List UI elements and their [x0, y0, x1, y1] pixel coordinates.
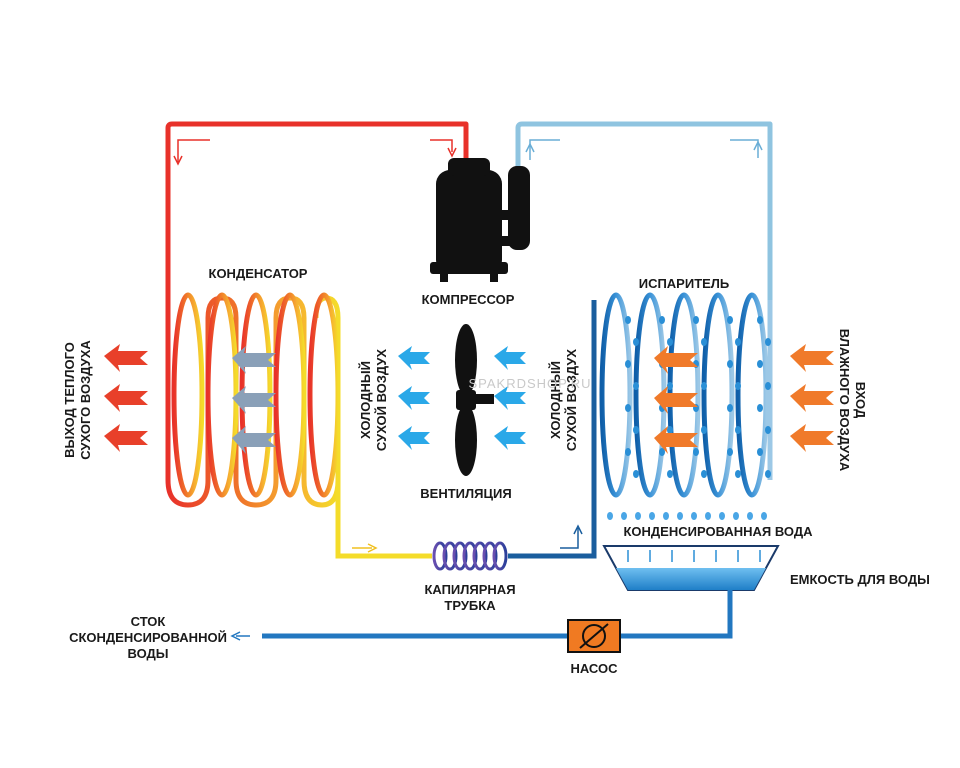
droplet	[667, 382, 673, 390]
cold-arrowhead-left	[525, 142, 535, 153]
humid-in-label-line2: ВЛАЖНОГО ВОЗДУХА	[837, 329, 852, 472]
liquid-arrowhead	[367, 543, 378, 553]
droplet	[727, 360, 733, 368]
cold-dry-air-arrows-right	[494, 346, 526, 450]
droplet	[693, 448, 699, 456]
droplet	[701, 470, 707, 478]
droplet	[633, 338, 639, 346]
humid-air-in-arrows	[790, 344, 834, 452]
compressor-icon	[430, 158, 530, 282]
cold-dry-left-label-line1: ХОЛОДНЫЙ	[358, 361, 373, 439]
condensed-water-label: КОНДЕНСИРОВАННАЯ ВОДА	[623, 524, 813, 539]
warm-air-out-arrows	[104, 344, 148, 452]
droplet	[765, 382, 771, 390]
droplet	[727, 316, 733, 324]
cold-flow-arrow-left	[529, 139, 560, 160]
hot-discharge-pipe	[165, 121, 469, 300]
condensation-droplets	[625, 316, 771, 478]
capillary-to-evaporator-line	[508, 300, 597, 559]
warm-out-label-line1: ВЫХОД ТЕПЛОГО	[62, 342, 77, 458]
air-through-evaporator-arrows	[654, 346, 698, 454]
capillary-label-line2: ТРУБКА	[444, 598, 496, 613]
droplet	[757, 316, 763, 324]
droplet	[765, 470, 771, 478]
capillary-label-line1: КАПИЛЯРНАЯ	[424, 582, 515, 597]
water-tank-icon	[602, 545, 780, 591]
drain-arrowhead	[230, 631, 241, 641]
pump-icon	[567, 619, 621, 653]
droplet	[735, 426, 741, 434]
droplet	[735, 382, 741, 390]
drain-label-line2: СКОНДЕНСИРОВАННОЙ	[69, 630, 227, 645]
compressor-label: КОМПРЕССОР	[422, 292, 515, 307]
pump-label: НАСОС	[570, 661, 618, 676]
droplet	[757, 448, 763, 456]
drain-pipe	[262, 590, 733, 639]
water-tank-label: ЕМКОСТЬ ДЛЯ ВОДЫ	[790, 572, 930, 587]
capillary-tube-icon	[432, 541, 508, 571]
ventilation-label: ВЕНТИЛЯЦИЯ	[420, 486, 511, 501]
droplet	[765, 338, 771, 346]
droplet	[735, 470, 741, 478]
hot-flow-arrow-left	[177, 139, 210, 162]
droplet	[757, 404, 763, 412]
hot-flow-arrow-right	[430, 139, 453, 152]
condensed-water-drops	[607, 512, 767, 520]
droplet	[625, 360, 631, 368]
liquid-line	[335, 480, 432, 559]
droplet	[667, 426, 673, 434]
droplet	[633, 426, 639, 434]
droplet	[633, 382, 639, 390]
hot-arrowhead-left	[173, 155, 183, 166]
droplet	[727, 404, 733, 412]
cold-dry-right-label-line2: СУХОЙ ВОЗДУХ	[564, 349, 579, 452]
droplet	[757, 360, 763, 368]
cold-suction-pipe	[515, 121, 773, 300]
droplet	[701, 426, 707, 434]
warm-out-label-line2: СУХОГО ВОЗДУХА	[78, 340, 93, 460]
cold-arrowhead-right	[753, 140, 763, 151]
droplet	[625, 448, 631, 456]
droplet	[659, 316, 665, 324]
evaporator-label: ИСПАРИТЕЛЬ	[639, 276, 730, 291]
droplet	[693, 316, 699, 324]
droplet	[625, 404, 631, 412]
hot-arrowhead-right	[447, 147, 457, 158]
humid-in-label-line1: ВХОД	[853, 382, 868, 419]
droplet	[727, 448, 733, 456]
droplet	[659, 448, 665, 456]
air-through-condenser-arrows	[232, 346, 276, 454]
droplet	[701, 382, 707, 390]
droplet	[633, 470, 639, 478]
droplet	[625, 316, 631, 324]
cold-dry-left-label-line2: СУХОЙ ВОЗДУХ	[374, 349, 389, 452]
droplet	[701, 338, 707, 346]
watermark: SPAKRDSHOP.RU	[468, 376, 591, 391]
drain-label-line3: ВОДЫ	[128, 646, 169, 661]
drain-label-line1: СТОК	[131, 614, 166, 629]
cold-dry-air-arrows-left	[398, 346, 430, 450]
fan-icon	[455, 324, 494, 476]
evaporator-coil	[599, 292, 769, 498]
cold-dry-right-label-line1: ХОЛОДНЫЙ	[548, 361, 563, 439]
droplet	[667, 470, 673, 478]
cold-flow-arrow-right	[730, 139, 759, 158]
evap-flow-arrow	[560, 528, 579, 549]
droplet	[667, 338, 673, 346]
condenser-label: КОНДЕНСАТОР	[209, 266, 308, 281]
droplet	[765, 426, 771, 434]
droplet	[735, 338, 741, 346]
evap-arrowhead	[573, 524, 583, 535]
